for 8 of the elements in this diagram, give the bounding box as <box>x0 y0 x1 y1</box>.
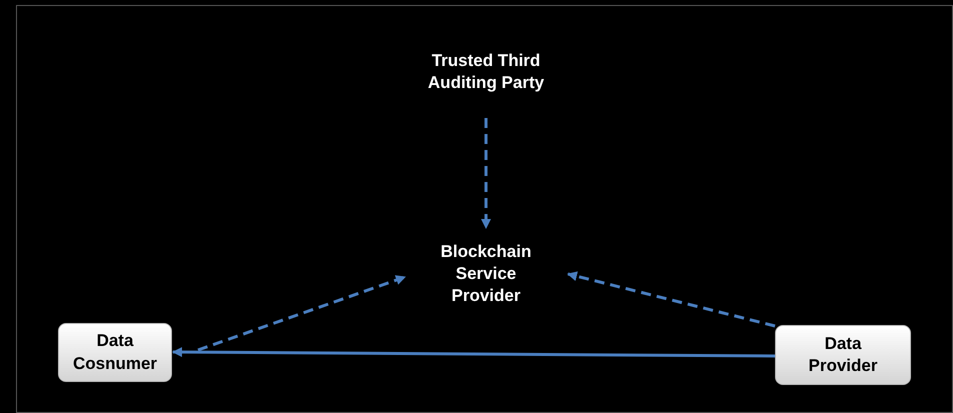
arrow <box>567 271 776 328</box>
arrow <box>481 118 491 229</box>
entity-box: Data Provider <box>775 325 911 385</box>
entity-label: Blockchain Service Provider <box>440 240 532 308</box>
entity-label: Trusted Third Auditing Party <box>426 50 546 94</box>
entity-box: Data Cosnumer <box>58 323 172 382</box>
arrow <box>198 275 406 352</box>
arrow <box>172 347 775 358</box>
